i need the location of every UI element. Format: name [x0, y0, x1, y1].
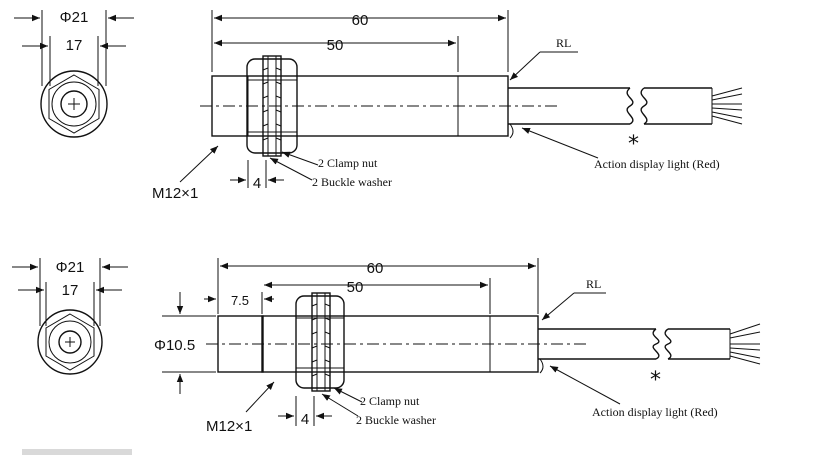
bottom-cable-label: RL: [586, 277, 601, 291]
bottom-across-flats-label: 17: [62, 282, 79, 299]
top-cable-label: RL: [556, 36, 571, 50]
bottom-washer-label: 2 Buckle washer: [356, 413, 436, 427]
top-across-flats-label: 17: [66, 37, 83, 54]
top-star-mark: *: [628, 132, 639, 157]
top-nut-thickness: 4: [253, 175, 261, 192]
top-light-label: Action display light (Red): [594, 157, 720, 171]
top-thread-label: M12×1: [152, 185, 198, 202]
bottom-diameter-label: Φ21: [56, 259, 85, 276]
bottom-offset-label: 7.5: [231, 293, 249, 308]
bottom-body-diameter-label: Φ10.5: [154, 337, 195, 354]
top-washer-label: 2 Buckle washer: [312, 175, 392, 189]
top-length-thread: 50: [327, 37, 344, 54]
bottom-cable: [538, 323, 761, 374]
bottom-hex-outline: [45, 313, 95, 371]
bottom-star-mark: *: [650, 368, 661, 393]
top-end-view: Φ21 17: [14, 9, 134, 138]
bottom-length-total: 60: [367, 260, 384, 277]
top-nut-label: 2 Clamp nut: [318, 156, 378, 170]
top-diagram: Φ21 17 60 50: [14, 9, 743, 202]
top-cable: [508, 87, 743, 139]
bottom-light-label: Action display light (Red): [592, 405, 718, 419]
bottom-nut-label: 2 Clamp nut: [360, 394, 420, 408]
bottom-outer-circle: [37, 309, 103, 375]
top-length-total: 60: [352, 12, 369, 29]
bottom-thread-label: M12×1: [206, 418, 252, 435]
bottom-diagram: Φ21 17 60 50 7.5: [12, 258, 761, 435]
bottom-edge-bar: [22, 449, 132, 455]
bottom-nut-thickness: 4: [301, 411, 309, 428]
bottom-length-thread: 50: [347, 279, 364, 296]
top-hex-outline: [48, 74, 100, 134]
bottom-clamp-nut: [295, 292, 345, 392]
top-diameter-label: Φ21: [60, 9, 89, 26]
top-outer-circle: [40, 70, 108, 138]
bottom-end-view: Φ21 17: [12, 258, 128, 375]
